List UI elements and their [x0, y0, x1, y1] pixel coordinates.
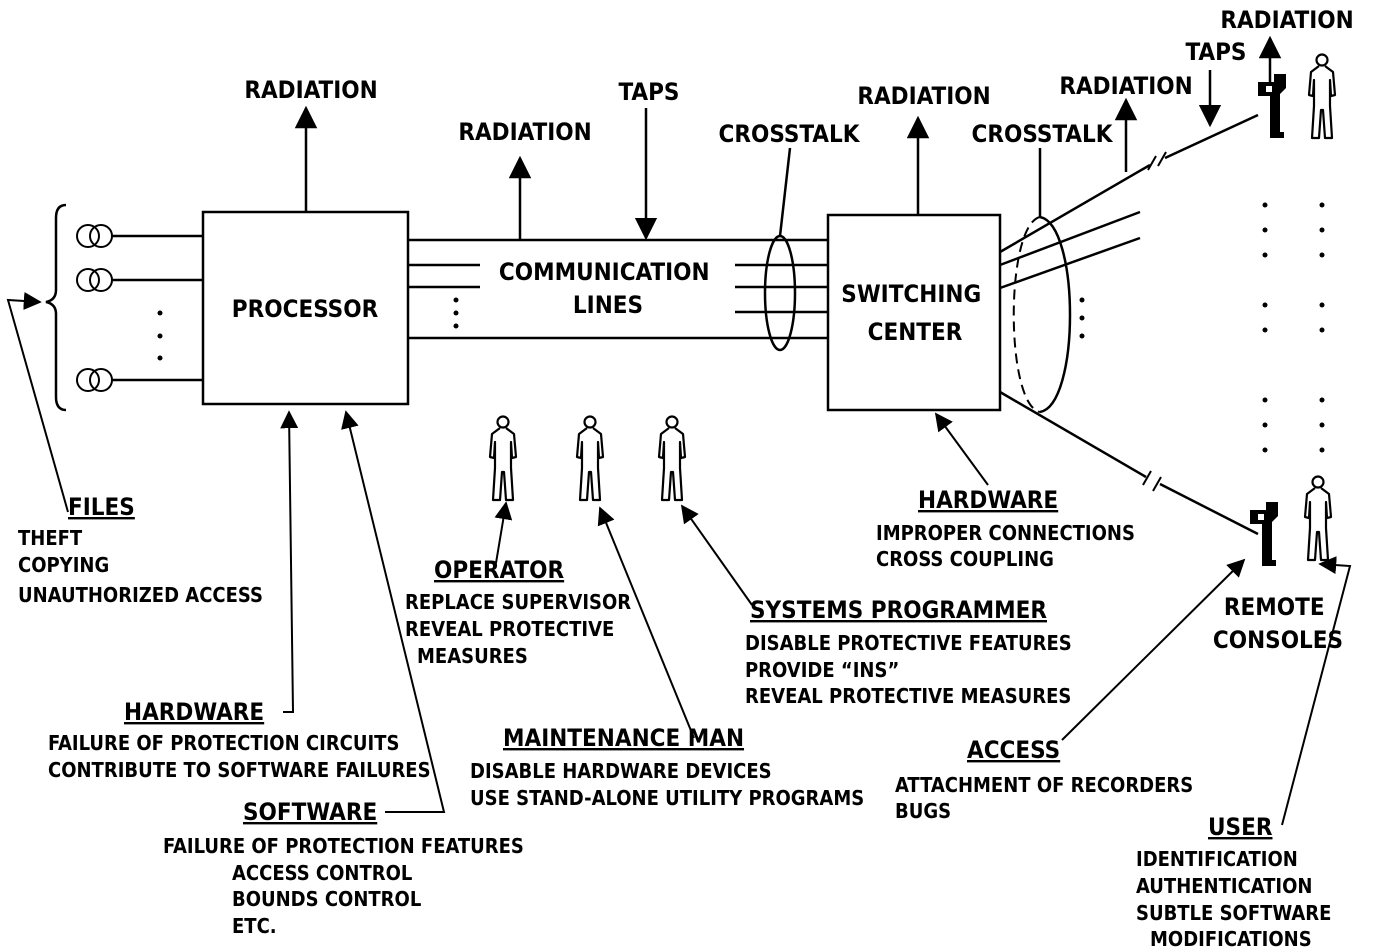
crosstalk-label: CROSSTALK — [972, 120, 1114, 148]
systems-programmer-title: SYSTEMS PROGRAMMER — [750, 596, 1047, 624]
svg-text:FAILURE OF PROTECTION CIRCUITS: FAILURE OF PROTECTION CIRCUITS — [48, 731, 399, 755]
radiation-label: RADIATION — [1059, 72, 1192, 100]
svg-text:DISABLE PROTECTIVE FEATURES: DISABLE PROTECTIVE FEATURES — [745, 631, 1072, 655]
software-annotation: SOFTWARE FAILURE OF PROTECTION FEATURES … — [163, 798, 524, 938]
hardware-title: HARDWARE — [124, 698, 264, 726]
svg-text:BUGS: BUGS — [895, 799, 951, 823]
radiation-label: RADIATION — [1220, 6, 1353, 34]
svg-text:BOUNDS CONTROL: BOUNDS CONTROL — [232, 887, 421, 911]
svg-text:MEASURES: MEASURES — [417, 644, 528, 668]
svg-text:ETC.: ETC. — [232, 914, 277, 938]
files-brace — [45, 203, 67, 412]
access-annotation: ACCESS ATTACHMENT OF RECORDERS BUGS — [895, 736, 1193, 823]
operator-title: OPERATOR — [434, 556, 564, 584]
crosstalk-ring — [763, 234, 797, 352]
switching-center-box — [826, 213, 1002, 412]
operator-person-icon — [488, 415, 518, 502]
svg-text:UNAUTHORIZED ACCESS: UNAUTHORIZED ACCESS — [18, 583, 263, 607]
svg-text:MODIFICATIONS: MODIFICATIONS — [1150, 927, 1312, 951]
console-dots — [1262, 202, 1325, 453]
processor-label: PROCESSOR — [232, 295, 379, 323]
svg-text:IMPROPER CONNECTIONS: IMPROPER CONNECTIONS — [876, 521, 1135, 545]
svg-text:ACCESS CONTROL: ACCESS CONTROL — [232, 861, 412, 885]
svg-text:DISABLE HARDWARE DEVICES: DISABLE HARDWARE DEVICES — [470, 759, 772, 783]
svg-text:SUBTLE SOFTWARE: SUBTLE SOFTWARE — [1136, 901, 1331, 925]
radiation-label: RADIATION — [244, 76, 377, 104]
svg-text:AUTHENTICATION: AUTHENTICATION — [1136, 874, 1312, 898]
svg-text:COPYING: COPYING — [18, 553, 109, 577]
taps-label: TAPS — [1186, 38, 1247, 66]
crosstalk-ring — [1039, 215, 1072, 414]
person-icon — [1307, 53, 1337, 140]
radiation-label: RADIATION — [857, 82, 990, 110]
svg-text:REVEAL PROTECTIVE MEASURES: REVEAL PROTECTIVE MEASURES — [745, 684, 1071, 708]
crosstalk-label: CROSSTALK — [719, 120, 861, 148]
remote-consoles-label: REMOTE CONSOLES — [1213, 593, 1343, 654]
radiation-label: RADIATION — [458, 118, 591, 146]
terminal-icon — [1250, 502, 1278, 566]
svg-text:IDENTIFICATION: IDENTIFICATION — [1136, 847, 1298, 871]
files-annotation: FILES THEFT COPYING UNAUTHORIZED ACCESS — [18, 493, 263, 607]
user-title: USER — [1208, 813, 1273, 841]
terminal-icon — [1258, 74, 1286, 138]
hardware-title: HARDWARE — [918, 486, 1058, 514]
tape-reel-icon — [76, 368, 113, 392]
programmer-person-icon — [657, 415, 687, 502]
svg-text:REVEAL PROTECTIVE: REVEAL PROTECTIVE — [405, 617, 614, 641]
access-title: ACCESS — [967, 736, 1060, 764]
communication-lines-label: COMMUNICATION LINES — [499, 258, 717, 319]
maintenance-man-title: MAINTENANCE MAN — [503, 724, 744, 752]
files-title: FILES — [68, 493, 135, 521]
hardware-processor-annotation: HARDWARE FAILURE OF PROTECTION CIRCUITS … — [48, 698, 431, 782]
switching-center-label: SWITCHING CENTER — [841, 280, 988, 346]
tape-reel-icon — [76, 224, 113, 248]
svg-text:ATTACHMENT OF RECORDERS: ATTACHMENT OF RECORDERS — [895, 773, 1193, 797]
software-title: SOFTWARE — [243, 798, 377, 826]
svg-text:USE STAND-ALONE UTILITY PROGRA: USE STAND-ALONE UTILITY PROGRAMS — [470, 786, 864, 810]
svg-text:PROVIDE “INS”: PROVIDE “INS” — [745, 658, 899, 682]
person-icon — [1303, 475, 1333, 562]
maintenance-person-icon — [575, 415, 605, 502]
user-annotation: USER IDENTIFICATION AUTHENTICATION SUBTL… — [1136, 813, 1331, 951]
svg-text:FAILURE OF PROTECTION FEATURES: FAILURE OF PROTECTION FEATURES — [163, 834, 524, 858]
svg-text:REPLACE SUPERVISOR: REPLACE SUPERVISOR — [405, 590, 631, 614]
svg-text:CONTRIBUTE TO SOFTWARE FAILURE: CONTRIBUTE TO SOFTWARE FAILURES — [48, 758, 431, 782]
svg-text:CROSS COUPLING: CROSS COUPLING — [876, 547, 1054, 571]
hardware-switching-annotation: HARDWARE IMPROPER CONNECTIONS CROSS COUP… — [876, 486, 1135, 571]
maintenance-man-annotation: MAINTENANCE MAN DISABLE HARDWARE DEVICES… — [470, 724, 864, 810]
systems-programmer-annotation: SYSTEMS PROGRAMMER DISABLE PROTECTIVE FE… — [745, 596, 1072, 708]
tape-reel-icon — [76, 268, 113, 292]
svg-text:THEFT: THEFT — [18, 526, 83, 550]
taps-label: TAPS — [619, 78, 680, 106]
operator-annotation: OPERATOR REPLACE SUPERVISOR REVEAL PROTE… — [405, 556, 631, 668]
